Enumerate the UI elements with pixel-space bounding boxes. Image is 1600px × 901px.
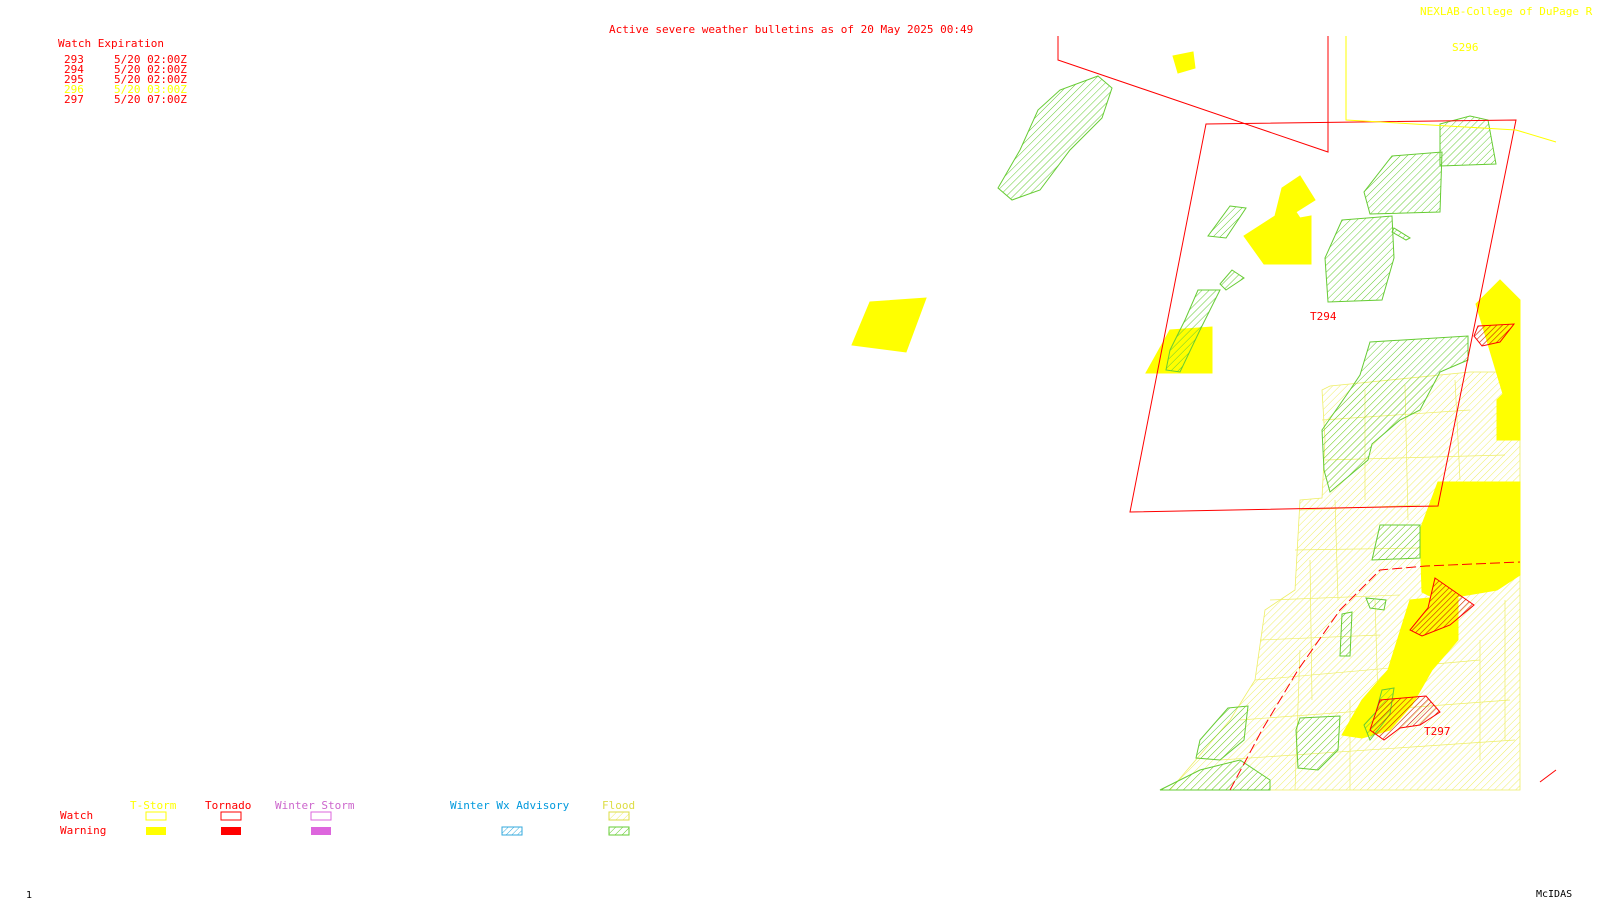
watch-number: 294 [64,63,84,76]
legend-swatches [145,811,630,836]
legend-tstorm: T-Storm [130,799,177,812]
legend-warning-row: Warning [60,824,107,837]
page-title: Active severe weather bulletins as of 20… [609,23,974,36]
tstorm-watch-outline [1345,36,1557,143]
legend-winter-storm: Winter Storm [275,799,355,812]
expiration-row: 296 5/20 03:00Z [64,84,187,95]
legend-tornado: Tornado [205,799,252,812]
watch-label-t297: T297 [1424,725,1451,738]
watch-number: 293 [64,53,84,66]
watch-expiration-time: 5/20 07:00Z [114,93,187,106]
watch-expiration-time: 5/20 02:00Z [114,53,187,66]
watch-number: 297 [64,93,84,106]
watch-label-t294: T294 [1310,310,1337,323]
expiration-heading: Watch Expiration [58,37,164,50]
frame-number: 1 [26,890,33,901]
expiration-row: 297 5/20 07:00Z [64,94,187,105]
expiration-row: 293 5/20 02:00Z [64,54,187,65]
tornado-warnings [1369,323,1516,741]
app-label: McIDAS [1536,889,1573,900]
watch-expiration-time: 5/20 03:00Z [114,83,187,96]
expiration-row: 295 5/20 02:00Z [64,74,187,85]
legend-winter-advisory: Winter Wx Advisory [450,799,570,812]
watch-expiration-time: 5/20 02:00Z [114,73,187,86]
watch-number: 295 [64,73,84,86]
watch-outlines [1057,36,1557,791]
source-label: NEXLAB-College of DuPage R [1420,5,1593,18]
watch-label-s296: S296 [1452,41,1479,54]
legend-watch-row: Watch [60,809,94,822]
expiration-row: 294 5/20 02:00Z [64,64,187,75]
flood-warnings [997,75,1497,791]
watch-expiration-time: 5/20 02:00Z [114,63,187,76]
watch-number: 296 [64,83,84,96]
legend-flood: Flood [602,799,636,812]
